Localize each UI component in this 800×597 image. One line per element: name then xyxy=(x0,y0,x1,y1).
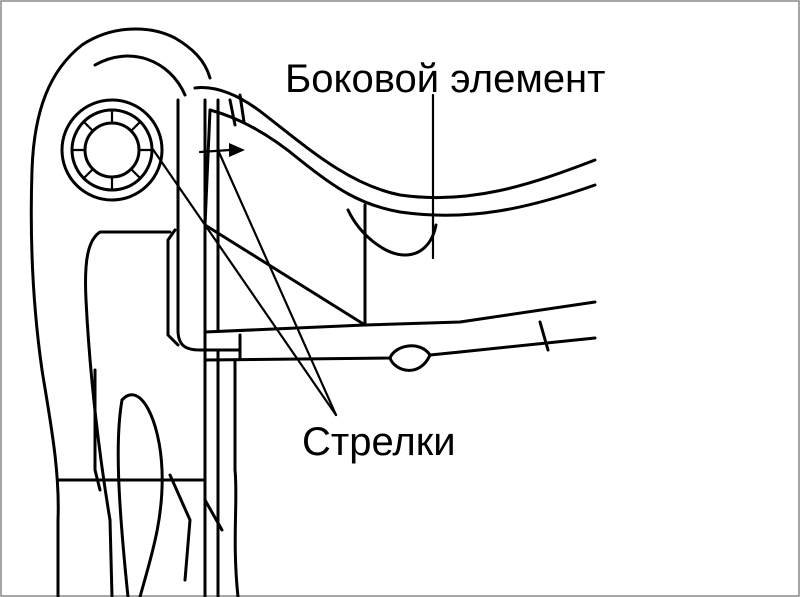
cutout-left xyxy=(166,228,180,347)
side-element-lower-edge xyxy=(208,108,597,217)
arrows-leader-line xyxy=(216,148,338,417)
lower-diagonal-2 xyxy=(203,498,224,532)
arm-inner-outline xyxy=(84,230,172,597)
arrows-leader-line xyxy=(150,146,338,417)
gusset-plate xyxy=(203,108,367,327)
bushing xyxy=(60,98,164,202)
callouts: Боковой элемент Стрелки xyxy=(150,57,605,464)
crossmember-notch xyxy=(388,353,432,372)
bushing-outer-ring xyxy=(60,98,164,202)
lower-slot-shape xyxy=(120,393,164,597)
vertical-bracket-left xyxy=(176,98,242,352)
gusset-rib-2 xyxy=(238,93,246,124)
arrow-mark xyxy=(198,143,245,157)
crossmember-bottom xyxy=(203,336,597,362)
arrows-label: Стрелки xyxy=(302,420,456,464)
vertical-strip-right xyxy=(233,358,240,597)
side-element-top-edge xyxy=(193,85,597,200)
crossmember-end xyxy=(538,320,550,352)
arm-outer-outline xyxy=(29,27,212,597)
gusset-rib xyxy=(228,98,237,127)
suspension-arm-drawing xyxy=(29,27,597,597)
bushing-rib xyxy=(82,120,95,133)
lower-slot-left xyxy=(93,368,102,492)
lower-slot-shape-inner xyxy=(116,398,130,597)
weld-bead xyxy=(346,208,438,257)
bushing-rib xyxy=(82,167,95,180)
bushing-rib xyxy=(129,167,142,180)
lower-diagonal xyxy=(168,473,192,582)
arm-top-curve xyxy=(93,54,187,97)
side-element-label: Боковой элемент xyxy=(285,57,605,101)
crossmember-top xyxy=(203,300,597,334)
bushing-rib xyxy=(129,120,142,133)
arrow-mark-shaft xyxy=(198,148,232,154)
arrow-mark-head xyxy=(229,143,245,157)
